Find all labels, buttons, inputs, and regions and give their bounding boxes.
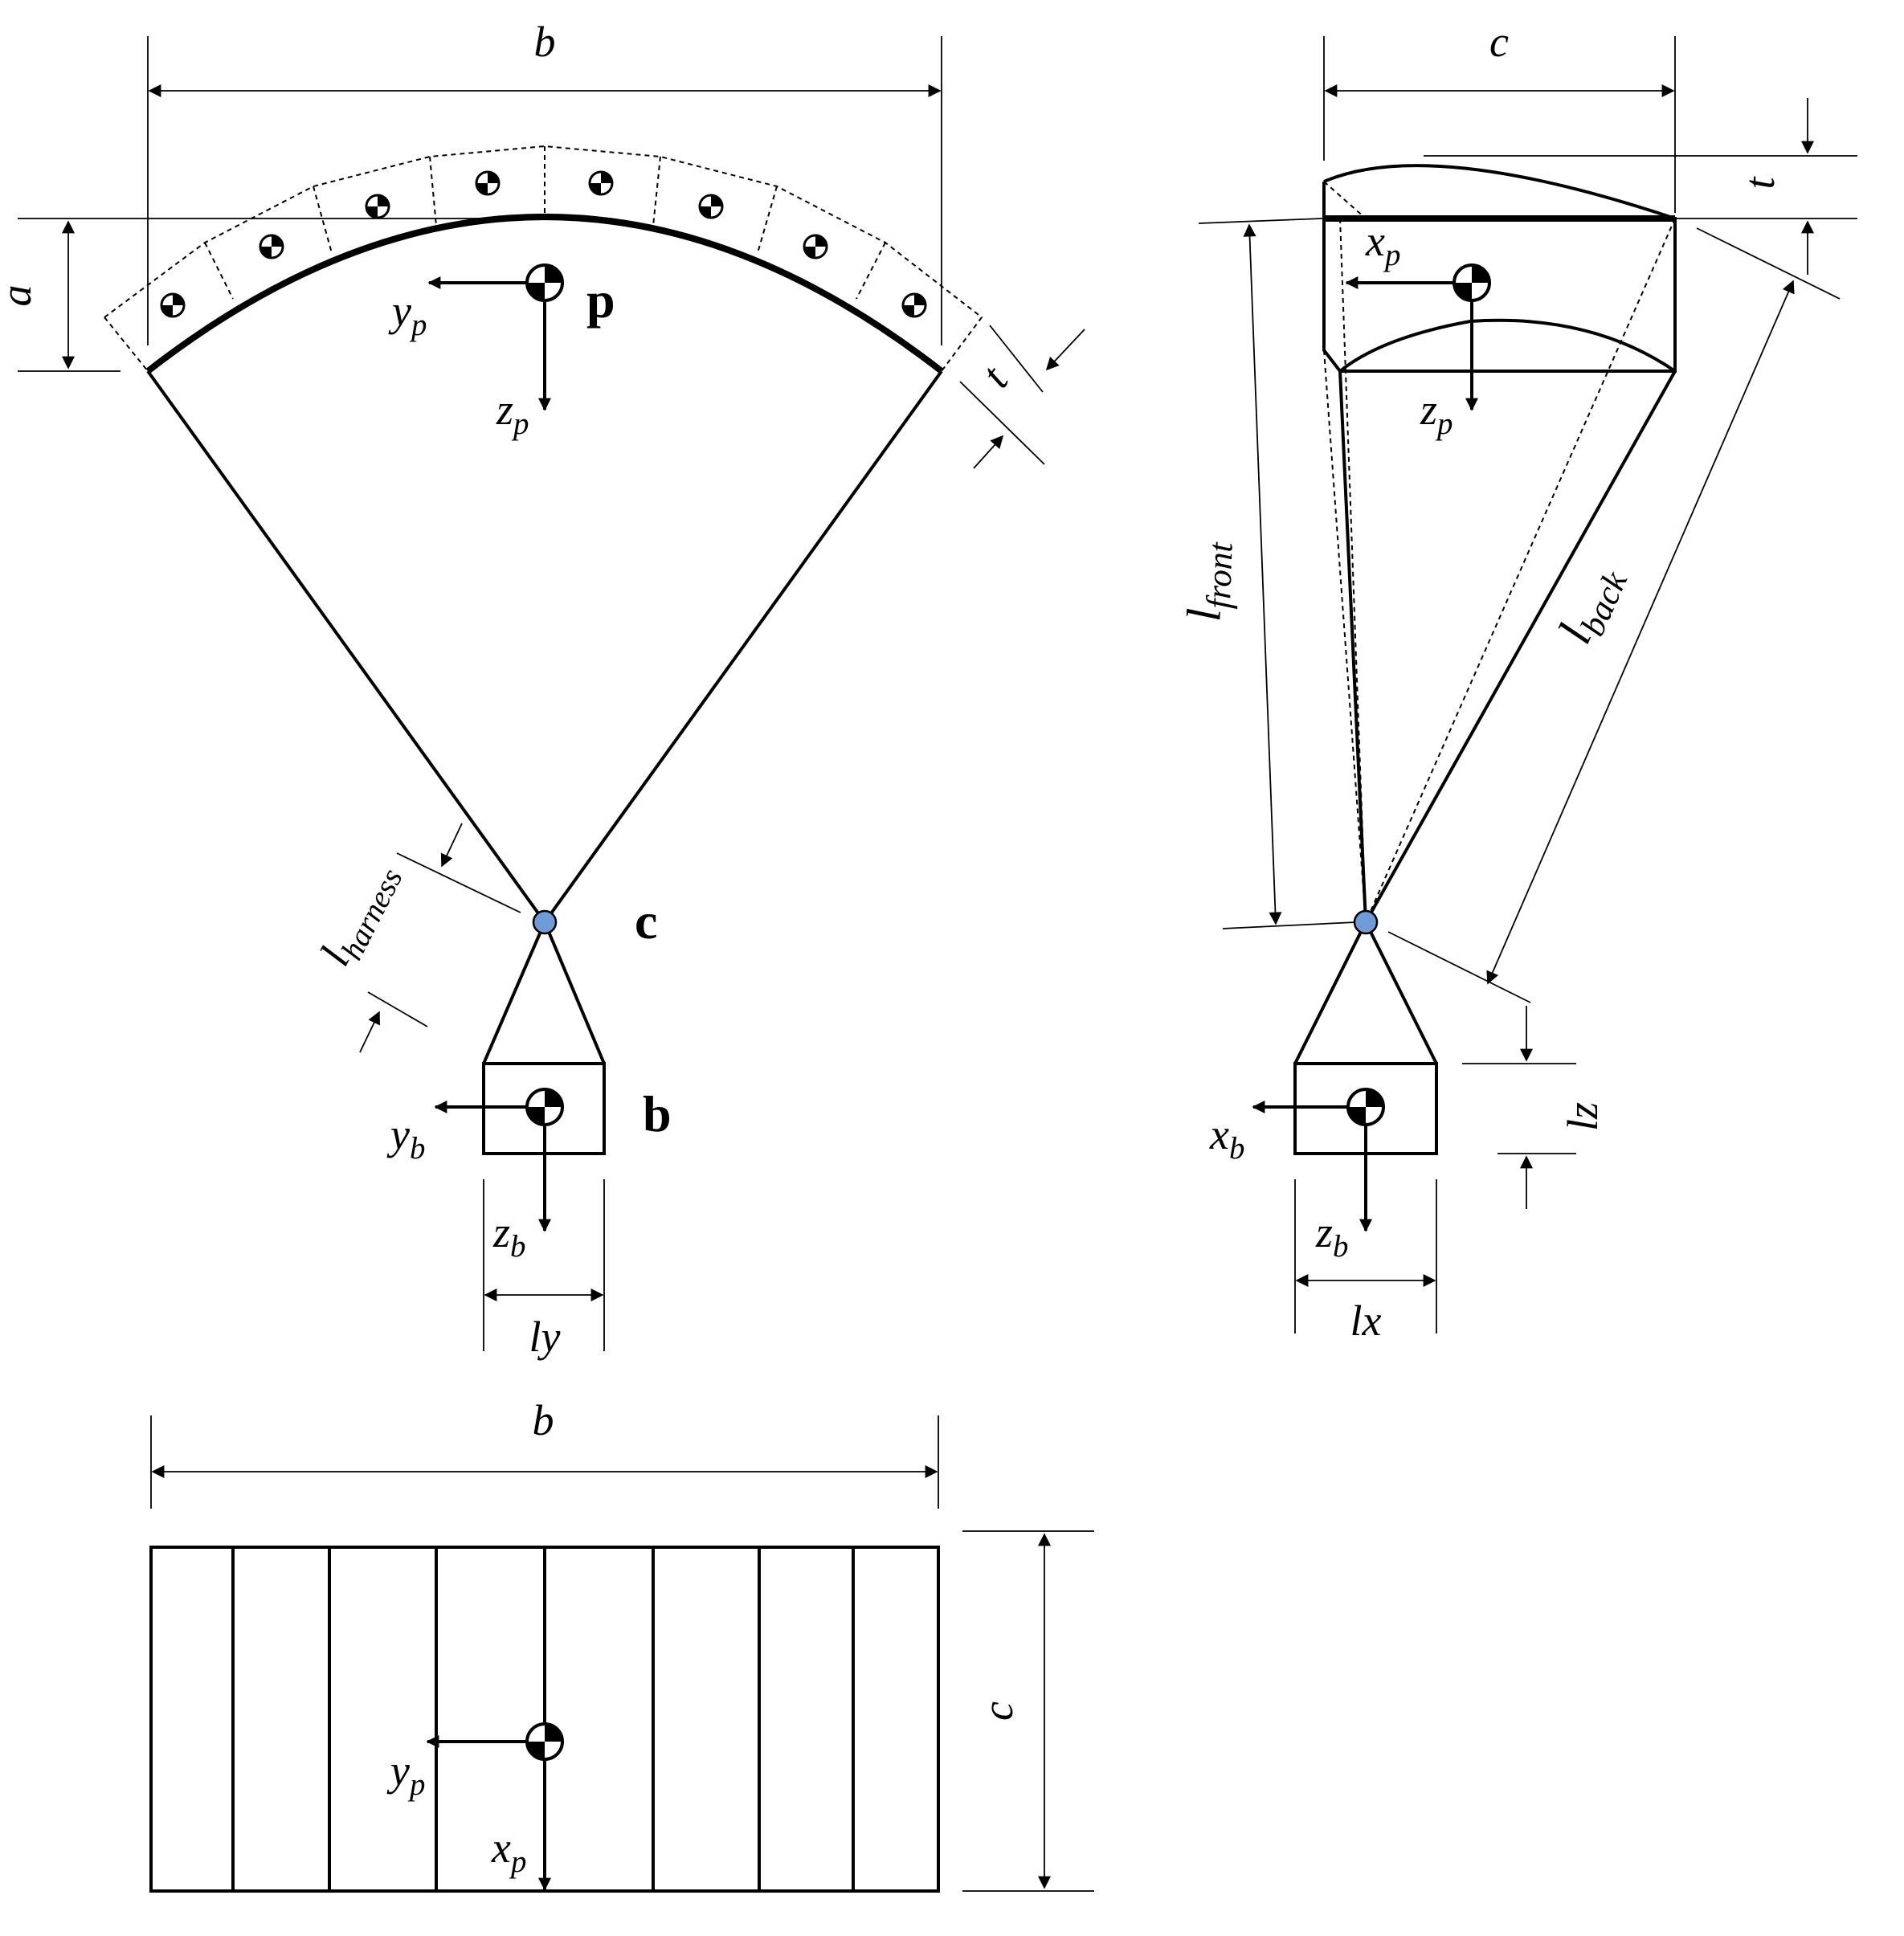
top-canopy-center-of-mass-icon	[525, 1722, 564, 1761]
side-back-line	[1364, 370, 1677, 923]
front-t-extension	[959, 381, 1045, 465]
front-t-arrow	[973, 435, 1004, 469]
side-zp-label: zp	[1420, 386, 1453, 441]
side-lback-extension	[1696, 227, 1841, 300]
side-confluence-point	[1353, 909, 1379, 935]
front-ly-label: ly	[529, 1313, 561, 1361]
canopy-center-of-mass-icon	[525, 263, 564, 302]
center-of-mass-icon	[365, 194, 390, 219]
front-yp-label: yp	[388, 287, 427, 342]
center-of-mass-icon	[588, 170, 614, 196]
side-xp-label: xp	[1365, 217, 1400, 272]
top-yp-label: yp	[386, 1746, 425, 1802]
front-cell-divider	[856, 242, 886, 300]
side-zb-label: zb	[1315, 1208, 1348, 1264]
front-canopy-arc	[145, 214, 944, 374]
front-lharness-extension	[396, 852, 521, 913]
center-of-mass-icon	[901, 292, 927, 318]
front-cell-divider	[652, 156, 661, 227]
side-dash-line	[1323, 349, 1367, 923]
side-body-center-of-mass-icon	[1346, 1088, 1385, 1126]
front-harness-lines	[482, 917, 606, 1064]
side-t-label: t	[1735, 176, 1783, 190]
top-xp-label: xp	[491, 1824, 526, 1879]
front-suspension-line-left	[146, 370, 546, 924]
side-canopy-center-of-mass-icon	[1453, 263, 1491, 302]
front-cell-divider	[204, 242, 234, 300]
side-dash-line	[1323, 181, 1367, 219]
front-lharness-arrow	[359, 1011, 380, 1053]
side-lz-label: lz	[1559, 1102, 1607, 1131]
front-cell-mass-symbols	[160, 170, 927, 318]
center-of-mass-icon	[259, 234, 284, 259]
top-b-label: b	[533, 1396, 554, 1444]
front-t-arrow	[1045, 329, 1085, 371]
side-lfront-dimension-line	[1243, 223, 1282, 925]
front-lharness-arrow	[440, 823, 463, 868]
front-c-label: c	[635, 892, 657, 950]
front-cell-divider	[313, 186, 333, 254]
front-a-label: a	[0, 285, 40, 307]
side-lback-dimension-line	[1486, 280, 1795, 985]
center-of-mass-icon	[698, 194, 724, 219]
front-p-label: p	[586, 272, 615, 329]
side-airfoil-lower	[1338, 318, 1677, 373]
center-of-mass-icon	[160, 292, 186, 318]
front-lharness-extension	[367, 991, 428, 1027]
side-lback-extension	[1387, 931, 1531, 1003]
side-airfoil-upper	[1323, 164, 1676, 220]
side-c-label: c	[1489, 18, 1509, 66]
side-xb-label: xb	[1209, 1110, 1244, 1166]
front-yb-label: yb	[386, 1110, 425, 1166]
front-view: b a t	[0, 18, 1085, 1361]
side-lx-label: lx	[1350, 1297, 1382, 1345]
front-zp-label: zp	[496, 386, 529, 441]
side-lback-label: lback	[1548, 557, 1636, 654]
side-front-line	[1338, 370, 1367, 923]
front-canopy-edge-left	[104, 317, 149, 372]
center-of-mass-icon	[803, 234, 828, 259]
side-view: c t xp zp lfront lback	[1177, 18, 1857, 1345]
side-lfront-extension	[1222, 921, 1357, 929]
front-cell-divider	[757, 186, 778, 254]
front-confluence-point	[532, 909, 558, 935]
front-canopy-outer-outline	[104, 145, 983, 372]
side-harness-lines	[1293, 918, 1438, 1064]
front-t-label: t	[972, 356, 1019, 396]
front-cell-divider	[429, 156, 437, 227]
side-lfront-extension	[1198, 218, 1323, 224]
front-b-label: b	[534, 18, 556, 66]
front-suspension-line-right	[543, 370, 943, 924]
front-b-point-label: b	[643, 1085, 672, 1142]
side-dash-line	[1365, 218, 1676, 923]
center-of-mass-icon	[475, 170, 501, 196]
body-center-of-mass-icon	[525, 1088, 564, 1126]
top-view: b c yp xp	[149, 1396, 1094, 1893]
front-zb-label: zb	[492, 1208, 525, 1264]
front-t-extension	[989, 325, 1044, 393]
front-lharness-label: lharness	[310, 854, 409, 976]
top-c-label: c	[974, 1701, 1022, 1721]
side-lfront-label: lfront	[1177, 541, 1240, 623]
